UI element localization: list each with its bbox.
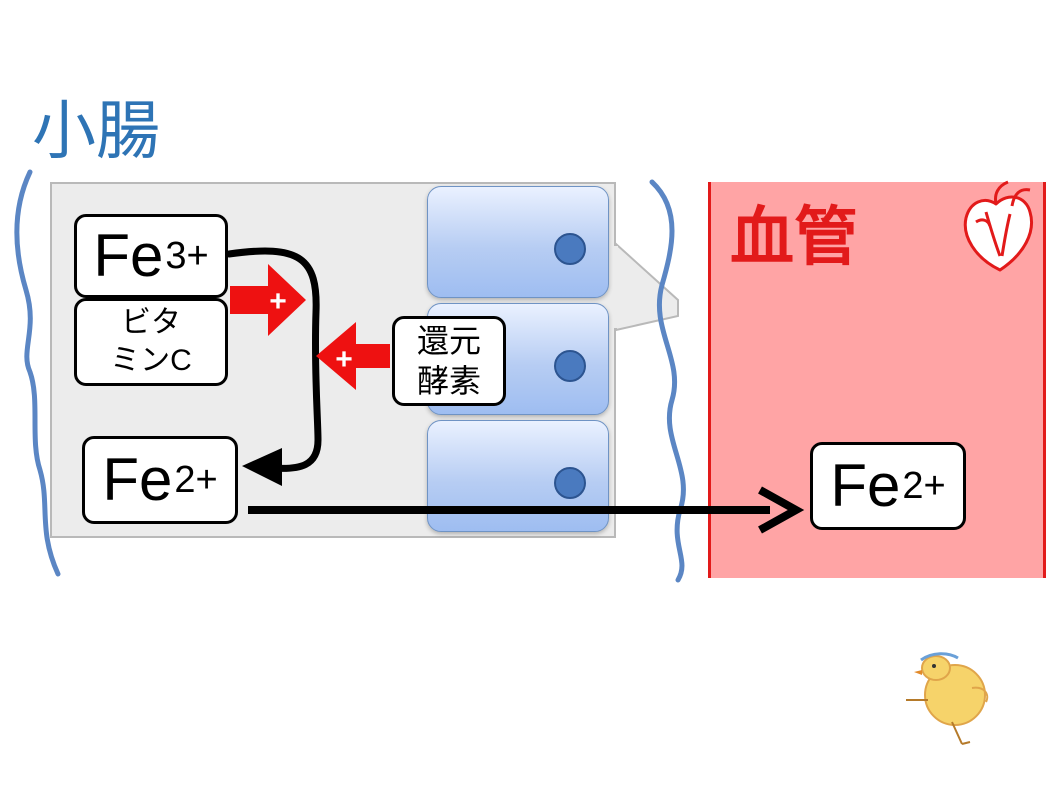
enzyme-promote-arrow [316, 322, 390, 390]
reduction-arrowhead [242, 448, 282, 486]
absorption-arrowhead [758, 486, 805, 534]
reductase-line1: 還元 [416, 323, 481, 359]
vitamin-c-line2: ミンC [110, 344, 192, 377]
reductase-enzyme-box: 還元 酵素 [392, 316, 506, 406]
intestine-wall-right [649, 179, 686, 583]
fe3-symbol: Fe [93, 222, 164, 289]
cell-nucleus [554, 350, 586, 382]
vitamin-c-box: ビタ ミンC [74, 298, 228, 386]
promote-sign: + [335, 343, 353, 376]
promote-sign: + [269, 285, 287, 318]
heart-icon [963, 180, 1033, 272]
intestine-title: 小腸 [32, 95, 160, 169]
chick-icon [906, 652, 989, 745]
fe2-charge: 2+ [174, 459, 218, 501]
fe3-charge: 3+ [165, 235, 209, 277]
intestinal-cell [427, 186, 609, 298]
reduction-arrow [225, 247, 322, 472]
fe2-blood-symbol: Fe [830, 452, 901, 519]
cell-nucleus [554, 233, 586, 265]
fe2-symbol: Fe [102, 446, 173, 513]
vitamin-c-line1: ビタ [121, 306, 181, 339]
intestine-wall-left [14, 169, 61, 577]
fe2-blood-charge: 2+ [902, 465, 946, 507]
cell-nucleus [554, 467, 586, 499]
vessel-title: 血管 [730, 201, 858, 275]
reductase-line2: 酵素 [416, 363, 481, 399]
callout-pointer-joint [614, 246, 618, 328]
vitamin-c-promote-arrow [230, 264, 306, 336]
